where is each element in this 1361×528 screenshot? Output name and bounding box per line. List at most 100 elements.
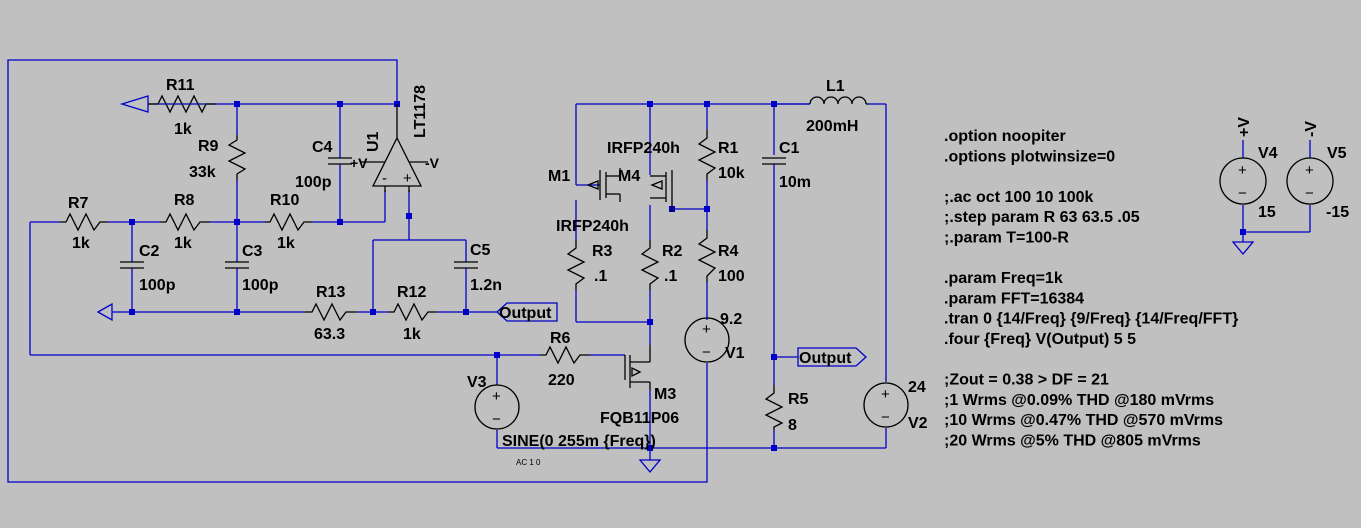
r8-value: 1k: [174, 235, 192, 252]
r9-value: 33k: [189, 164, 216, 181]
r1-value: 10k: [718, 165, 745, 182]
m3-ref: M3: [654, 386, 676, 403]
r11-value: 1k: [174, 121, 192, 138]
svg-text:−: −: [702, 344, 711, 361]
r6-symbol: [540, 345, 590, 365]
svg-text:-V: -V: [425, 155, 440, 171]
r13-symbol: [305, 302, 357, 322]
directive-line: .param Freq=1k: [944, 270, 1063, 287]
r3-symbol: [566, 240, 586, 290]
v3-value: SINE(0 255m {Freq}): [502, 433, 656, 450]
svg-text:Output: Output: [799, 350, 852, 367]
r1-ref: R1: [718, 140, 739, 157]
directive-line: .options plotwinsize=0: [944, 148, 1115, 165]
svg-text:+: +: [1305, 162, 1314, 179]
directive-line: ;.ac oct 100 10 100k: [944, 189, 1094, 206]
r12-symbol: [388, 302, 437, 322]
output-net-label-right: Output: [797, 347, 867, 367]
svg-text:−: −: [1305, 185, 1314, 202]
c4-symbol: [328, 150, 352, 170]
l1-ref: L1: [826, 78, 845, 95]
v3-source-symbol: + −: [474, 384, 520, 430]
ground-icon: [1231, 241, 1255, 256]
resistor-symbols: [60, 94, 784, 430]
v3-ac-value: AC 1 0: [516, 458, 541, 467]
m4-mosfet-symbol: [650, 170, 673, 212]
svg-text:−: −: [492, 411, 501, 428]
v4-source-symbol: + −: [1219, 157, 1267, 205]
m1-value: IRFP240h: [556, 218, 629, 235]
v2-source-symbol: + −: [863, 382, 909, 428]
l1-symbol: [774, 96, 868, 105]
c5-ref: C5: [470, 242, 491, 259]
c5-value: 1.2n: [470, 277, 502, 294]
u1-value: LT1178: [412, 85, 429, 138]
directive-line: ;.param T=100-R: [944, 230, 1069, 247]
c4-value: 100p: [295, 174, 332, 191]
l1-value: 200mH: [806, 118, 858, 135]
svg-text:+: +: [403, 170, 412, 187]
c2-symbol: [120, 261, 144, 272]
v4-ref: V4: [1258, 145, 1278, 162]
v5-value: -15: [1326, 204, 1349, 221]
m3-value: FQB11P06: [600, 410, 679, 427]
r8-symbol: [160, 212, 210, 232]
r4-value: 100: [718, 268, 745, 285]
u1-ref: U1: [365, 131, 382, 152]
spice-directives: .option noopiter .options plotwinsize=0;.…: [944, 128, 1238, 450]
c1-value: 10m: [779, 174, 811, 191]
svg-text:+: +: [881, 386, 890, 403]
directive-line: .tran 0 {14/Freq} {9/Freq} {14/Freq/FFT}: [944, 311, 1238, 328]
output-net-label-left: Output: [496, 302, 558, 322]
r5-value: 8: [788, 417, 797, 434]
r11-ref: R11: [166, 77, 195, 94]
m4-ref: M4: [618, 168, 640, 185]
v4-net: +V: [1236, 117, 1253, 137]
junction-dots: [129, 101, 1246, 451]
c2-ref: C2: [139, 243, 160, 260]
m1-mosfet-symbol: [586, 168, 621, 202]
r10-ref: R10: [270, 192, 299, 209]
r2-ref: R2: [662, 243, 683, 260]
r12-ref: R12: [397, 284, 426, 301]
svg-text:−: −: [1238, 185, 1247, 202]
r6-ref: R6: [550, 330, 571, 347]
r5-symbol: [764, 385, 784, 430]
c3-ref: C3: [242, 243, 263, 260]
r10-symbol: [265, 212, 312, 232]
v5-source-symbol: + −: [1286, 157, 1334, 205]
r9-symbol: [227, 135, 247, 180]
r7-symbol: [60, 212, 108, 232]
m1-ref: M1: [548, 168, 570, 185]
r13-value: 63.3: [314, 326, 345, 343]
r4-symbol: [697, 230, 717, 282]
r8-ref: R8: [174, 192, 195, 209]
directive-line: .param FFT=16384: [944, 290, 1084, 307]
ground-arrow-icon: [96, 302, 113, 322]
c1-symbol: [762, 157, 786, 168]
r2-value: .1: [664, 268, 677, 285]
r5-ref: R5: [788, 391, 809, 408]
r10-value: 1k: [277, 235, 295, 252]
directive-line: .four {Freq} V(Output) 5 5: [944, 331, 1136, 348]
r6-value: 220: [548, 372, 575, 389]
c4-ref: C4: [312, 139, 333, 156]
v1-source-symbol: + −: [684, 317, 730, 363]
svg-text:+: +: [702, 321, 711, 338]
wires: [7, 59, 1311, 483]
directive-line: ;1 Wrms @0.09% THD @180 mVrms: [944, 392, 1214, 409]
v5-ref: V5: [1327, 145, 1347, 162]
r1-symbol: [697, 130, 717, 180]
c5-symbol: [454, 261, 478, 272]
r4-ref: R4: [718, 243, 739, 260]
v2-value: 24: [908, 379, 926, 396]
r7-value: 1k: [72, 235, 90, 252]
c3-symbol: [225, 261, 249, 272]
directive-line: ;.step param R 63 63.5 .05: [944, 209, 1140, 226]
r2-symbol: [640, 240, 660, 290]
directive-line: .option noopiter: [944, 128, 1066, 145]
u1-opamp-symbol: +V -V - +: [350, 104, 440, 192]
svg-text:-: -: [382, 170, 387, 187]
r13-ref: R13: [316, 284, 345, 301]
svg-text:+: +: [1238, 162, 1247, 179]
